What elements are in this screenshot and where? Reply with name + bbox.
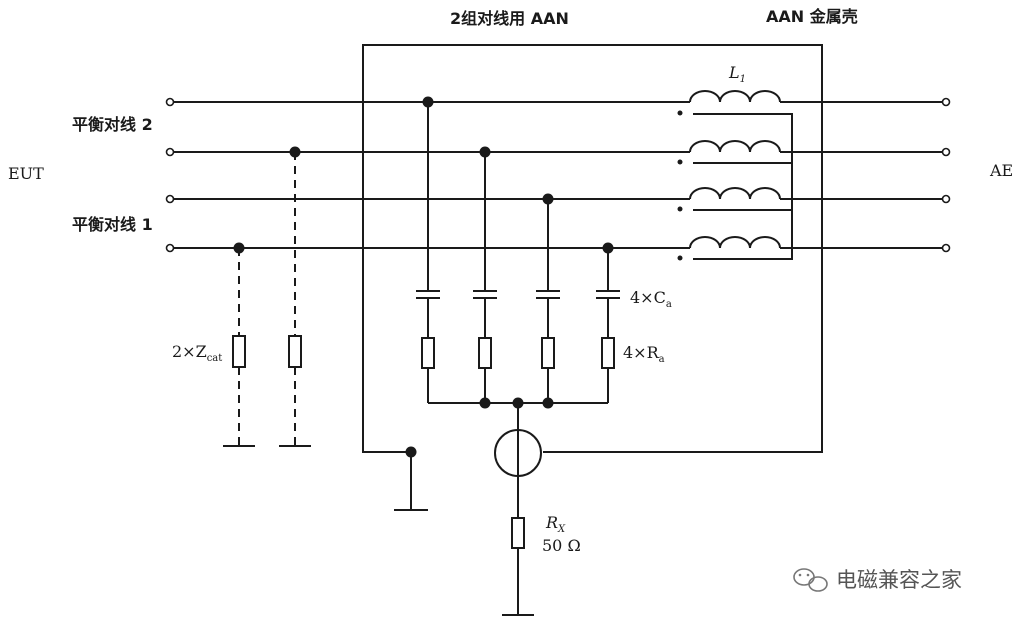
- ra-label: 4×Ra: [623, 343, 665, 365]
- signal-lines: [172, 101, 943, 249]
- watermark: 电磁兼容之家: [793, 568, 962, 592]
- ae-terminals: [941, 97, 951, 253]
- pair2-label: 平衡对线 2: [72, 115, 153, 134]
- ca-label: 4×Ca: [630, 288, 672, 310]
- aan-group-label: 2组对线用 AAN: [450, 9, 569, 28]
- zcat-branches: [223, 152, 311, 447]
- watermark-text: 电磁兼容之家: [836, 568, 962, 592]
- eut-label: EUT: [8, 164, 44, 183]
- rx-label: RX: [545, 513, 566, 535]
- rx-value: 50 Ω: [542, 536, 581, 555]
- pair1-label: 平衡对线 1: [72, 215, 153, 234]
- ae-label: AE: [989, 161, 1013, 180]
- eut-terminals: [165, 97, 175, 253]
- enclosure-ground: [394, 451, 428, 511]
- zcat-label: 2×Zcat: [172, 342, 222, 364]
- inductor-l1: [677, 90, 793, 261]
- current-probe: [494, 429, 542, 616]
- l1-label: L1: [728, 63, 746, 85]
- aan-shell-label: AAN 金属壳: [766, 7, 858, 26]
- wechat-icon: [793, 568, 828, 592]
- aan-enclosure: [362, 44, 823, 453]
